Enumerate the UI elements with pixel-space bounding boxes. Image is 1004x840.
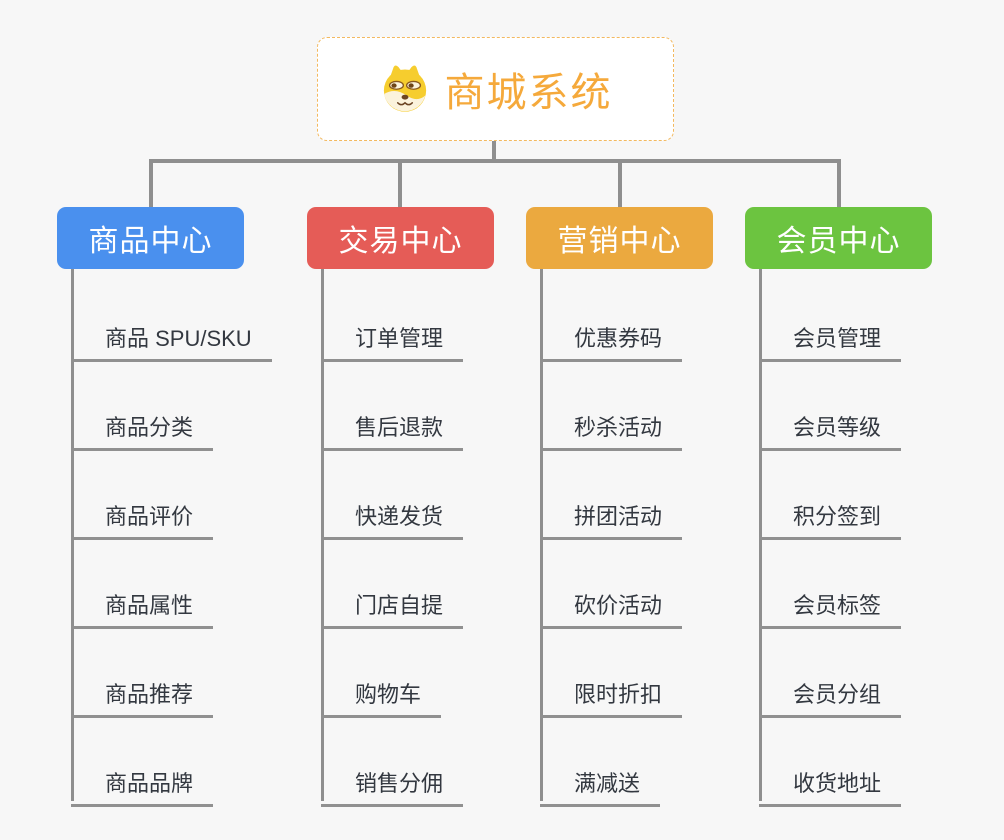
leaf-node[interactable]: 会员分组 bbox=[759, 669, 902, 718]
leaf-node[interactable]: 商品 SPU/SKU bbox=[71, 313, 272, 362]
leaf-node[interactable]: 限时折扣 bbox=[540, 669, 683, 718]
connector-trunk-branch-1 bbox=[71, 269, 74, 801]
leaf-node[interactable]: 销售分佣 bbox=[321, 758, 464, 807]
leaf-node[interactable]: 门店自提 bbox=[321, 580, 464, 629]
leaf-label: 商品分类 bbox=[105, 415, 194, 440]
branch-node-trade-center[interactable]: 交易中心 bbox=[307, 207, 494, 269]
leaf-label: 会员等级 bbox=[793, 415, 882, 440]
leaf-label: 优惠券码 bbox=[574, 326, 663, 351]
leaf-label: 快递发货 bbox=[355, 504, 444, 529]
leaf-label: 积分签到 bbox=[793, 504, 882, 529]
leaf-node[interactable]: 会员等级 bbox=[759, 402, 902, 451]
leaf-node[interactable]: 秒杀活动 bbox=[540, 402, 683, 451]
leaf-node[interactable]: 快递发货 bbox=[321, 491, 464, 540]
leaf-label: 售后退款 bbox=[355, 415, 444, 440]
root-node[interactable]: 商城系统 bbox=[317, 37, 674, 141]
connector-trunk-branch-4 bbox=[759, 269, 762, 801]
connector-drop-branch-3 bbox=[618, 159, 622, 207]
connector-drop-branch-4 bbox=[837, 159, 841, 207]
leaf-node[interactable]: 满减送 bbox=[540, 758, 661, 807]
leaf-label: 限时折扣 bbox=[574, 682, 663, 707]
branch-label: 营销中心 bbox=[557, 225, 682, 258]
connector-root-drop bbox=[492, 141, 496, 163]
leaf-node[interactable]: 商品属性 bbox=[71, 580, 214, 629]
branch-label: 商品中心 bbox=[88, 225, 213, 258]
leaf-label: 购物车 bbox=[355, 682, 422, 707]
leaf-node[interactable]: 售后退款 bbox=[321, 402, 464, 451]
leaf-node[interactable]: 商品分类 bbox=[71, 402, 214, 451]
leaf-label: 商品评价 bbox=[105, 504, 194, 529]
branch-label: 会员中心 bbox=[776, 225, 901, 258]
leaf-label: 商品推荐 bbox=[105, 682, 194, 707]
leaf-node[interactable]: 会员标签 bbox=[759, 580, 902, 629]
leaf-node[interactable]: 砍价活动 bbox=[540, 580, 683, 629]
connector-trunk-branch-3 bbox=[540, 269, 543, 801]
leaf-node[interactable]: 商品品牌 bbox=[71, 758, 214, 807]
leaf-label: 收货地址 bbox=[793, 771, 882, 796]
leaf-node[interactable]: 拼团活动 bbox=[540, 491, 683, 540]
leaf-label: 会员管理 bbox=[793, 326, 882, 351]
leaf-label: 订单管理 bbox=[355, 326, 444, 351]
leaf-node[interactable]: 商品推荐 bbox=[71, 669, 214, 718]
leaf-node[interactable]: 会员管理 bbox=[759, 313, 902, 362]
branch-label: 交易中心 bbox=[338, 225, 463, 258]
leaf-label: 销售分佣 bbox=[355, 771, 444, 796]
connector-drop-branch-1 bbox=[149, 159, 153, 207]
leaf-node[interactable]: 优惠券码 bbox=[540, 313, 683, 362]
leaf-label: 商品品牌 bbox=[105, 771, 194, 796]
leaf-node[interactable]: 订单管理 bbox=[321, 313, 464, 362]
leaf-label: 拼团活动 bbox=[574, 504, 663, 529]
leaf-label: 商品 SPU/SKU bbox=[105, 326, 252, 351]
leaf-label: 会员分组 bbox=[793, 682, 882, 707]
branch-node-marketing-center[interactable]: 营销中心 bbox=[526, 207, 713, 269]
leaf-node[interactable]: 积分签到 bbox=[759, 491, 902, 540]
leaf-label: 满减送 bbox=[574, 771, 641, 796]
root-title: 商城系统 bbox=[444, 71, 613, 115]
leaf-node[interactable]: 收货地址 bbox=[759, 758, 902, 807]
connector-drop-branch-2 bbox=[398, 159, 402, 207]
leaf-label: 商品属性 bbox=[105, 593, 194, 618]
branch-node-member-center[interactable]: 会员中心 bbox=[745, 207, 932, 269]
branch-node-product-center[interactable]: 商品中心 bbox=[57, 207, 244, 269]
leaf-label: 秒杀活动 bbox=[574, 415, 663, 440]
leaf-label: 砍价活动 bbox=[574, 593, 663, 618]
connector-horizontal-bar bbox=[149, 159, 841, 163]
leaf-label: 门店自提 bbox=[355, 593, 444, 618]
leaf-label: 会员标签 bbox=[793, 593, 882, 618]
doge-icon bbox=[383, 65, 426, 112]
connector-trunk-branch-2 bbox=[321, 269, 324, 801]
leaf-node[interactable]: 商品评价 bbox=[71, 491, 214, 540]
leaf-node[interactable]: 购物车 bbox=[321, 669, 442, 718]
